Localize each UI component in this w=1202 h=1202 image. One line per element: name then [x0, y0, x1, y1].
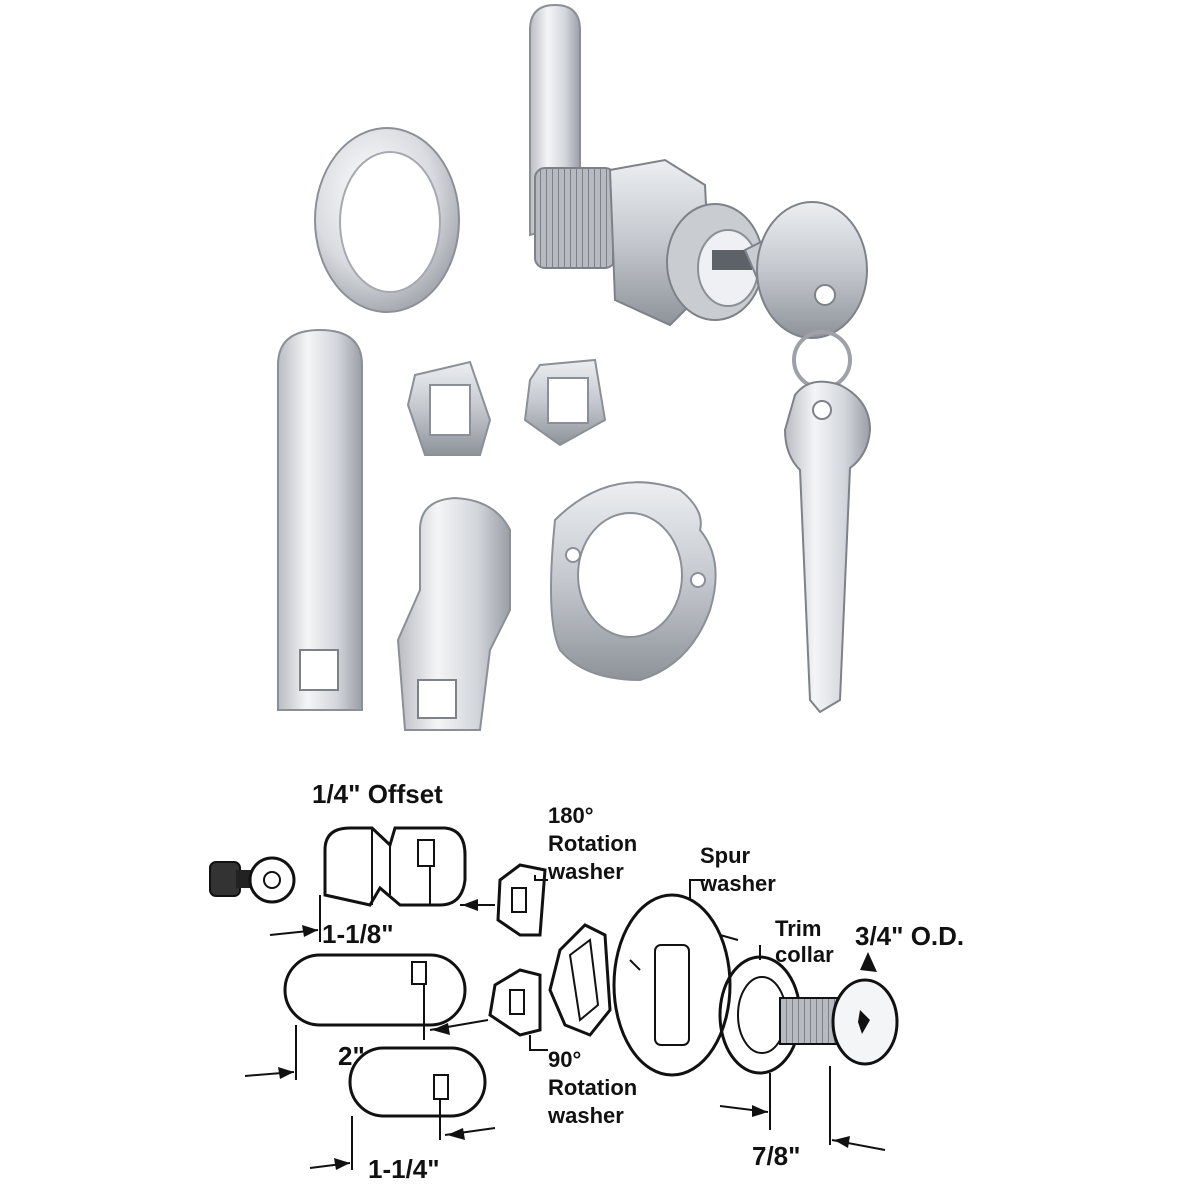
key-1 [743, 201, 868, 339]
rotation-washer-2 [523, 358, 607, 447]
label-90-washer: washer [547, 1103, 624, 1128]
lock-cylinder-drawing [779, 978, 899, 1066]
screw [209, 856, 296, 904]
cam-lock-body [529, 3, 764, 327]
label-spur: Spur [700, 843, 751, 868]
label-spur-washer: washer [699, 871, 776, 896]
key-2 [783, 380, 872, 714]
hex-nut-drawing [548, 923, 612, 1037]
label-1-1-8: 1-1/8" [322, 919, 394, 949]
label-od: 3/4" O.D. [855, 921, 964, 951]
label-trim: Trim [775, 916, 821, 941]
offset-cam-drawing [323, 826, 467, 907]
spur-washer [550, 481, 717, 682]
label-90-rotation: Rotation [548, 1075, 637, 1100]
short-cam-drawing [348, 1046, 487, 1118]
rotation-washer-180-drawing [496, 863, 547, 937]
label-1-1-4: 1-1/4" [368, 1154, 440, 1184]
label-90-degree: 90° [548, 1047, 581, 1072]
label-offset: 1/4" Offset [312, 779, 443, 809]
offset-cam [396, 496, 511, 731]
label-180-degree: 180° [548, 803, 594, 828]
key-ring [792, 330, 852, 390]
label-trim-collar: collar [775, 942, 834, 967]
product-photo [277, 3, 872, 731]
label-180-rotation: Rotation [548, 831, 637, 856]
dimension-lines [244, 866, 886, 1170]
label-2-inch: 2" [338, 1041, 365, 1071]
spur-washer-drawing [612, 893, 739, 1077]
straight-cam-drawing [283, 953, 467, 1027]
label-7-8: 7/8" [752, 1141, 800, 1171]
rotation-washer-90-drawing [488, 968, 542, 1037]
trim-ring [314, 127, 460, 313]
rotation-washer-1 [406, 360, 492, 456]
straight-cam-long [277, 328, 363, 711]
exploded-diagram: 1/4" Offset 180° Rotation washer Spur wa… [209, 779, 964, 1184]
label-180-washer: washer [547, 859, 624, 884]
